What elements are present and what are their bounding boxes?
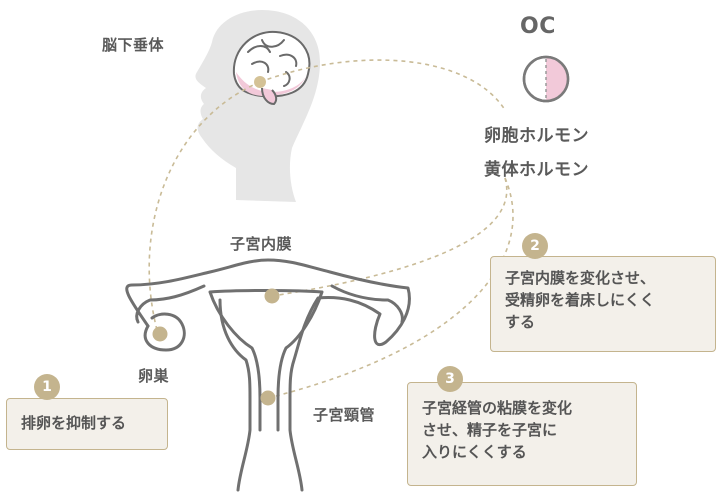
effect-2-line-3: する [505,313,536,331]
effect-1-line: 排卵を抑制する [21,414,127,432]
brain-icon [232,30,311,106]
uterus-diagram [125,258,411,492]
effect-box-1: 排卵を抑制する [6,398,168,450]
effect-1-badge: 1 [34,374,60,400]
cervix-label: 子宮頸管 [313,406,376,424]
hormone-pathway-lines [148,59,514,399]
hormone-2-label: 黄体ホルモン [484,160,589,180]
effect-3-line-1: 子宮経管の粘膜を変化 [422,399,573,417]
effect-box-2: 子宮内膜を変化させ、 受精卵を着床しにくく する [490,256,716,352]
hormone-1-label: 卵胞ホルモン [484,126,589,146]
pituitary-label: 脳下垂体 [102,36,165,54]
ovary-label: 卵巣 [138,367,170,385]
effect-2-badge: 2 [522,233,548,259]
effect-3-badge: 3 [437,366,463,392]
effect-2-line-1: 子宮内膜を変化させ、 [505,269,656,287]
target-dots [152,76,280,406]
oc-label: OC [520,14,556,39]
effect-3-line-3: 入りにくくする [422,443,527,461]
oc-pill-icon [522,55,570,103]
endometrium-label: 子宮内膜 [230,235,293,253]
effect-3-line-2: させ、精子を子宮に [422,421,558,439]
effect-box-3: 子宮経管の粘膜を変化 させ、精子を子宮に 入りにくくする [407,382,637,486]
effect-2-line-2: 受精卵を着床しにくく [505,291,655,309]
